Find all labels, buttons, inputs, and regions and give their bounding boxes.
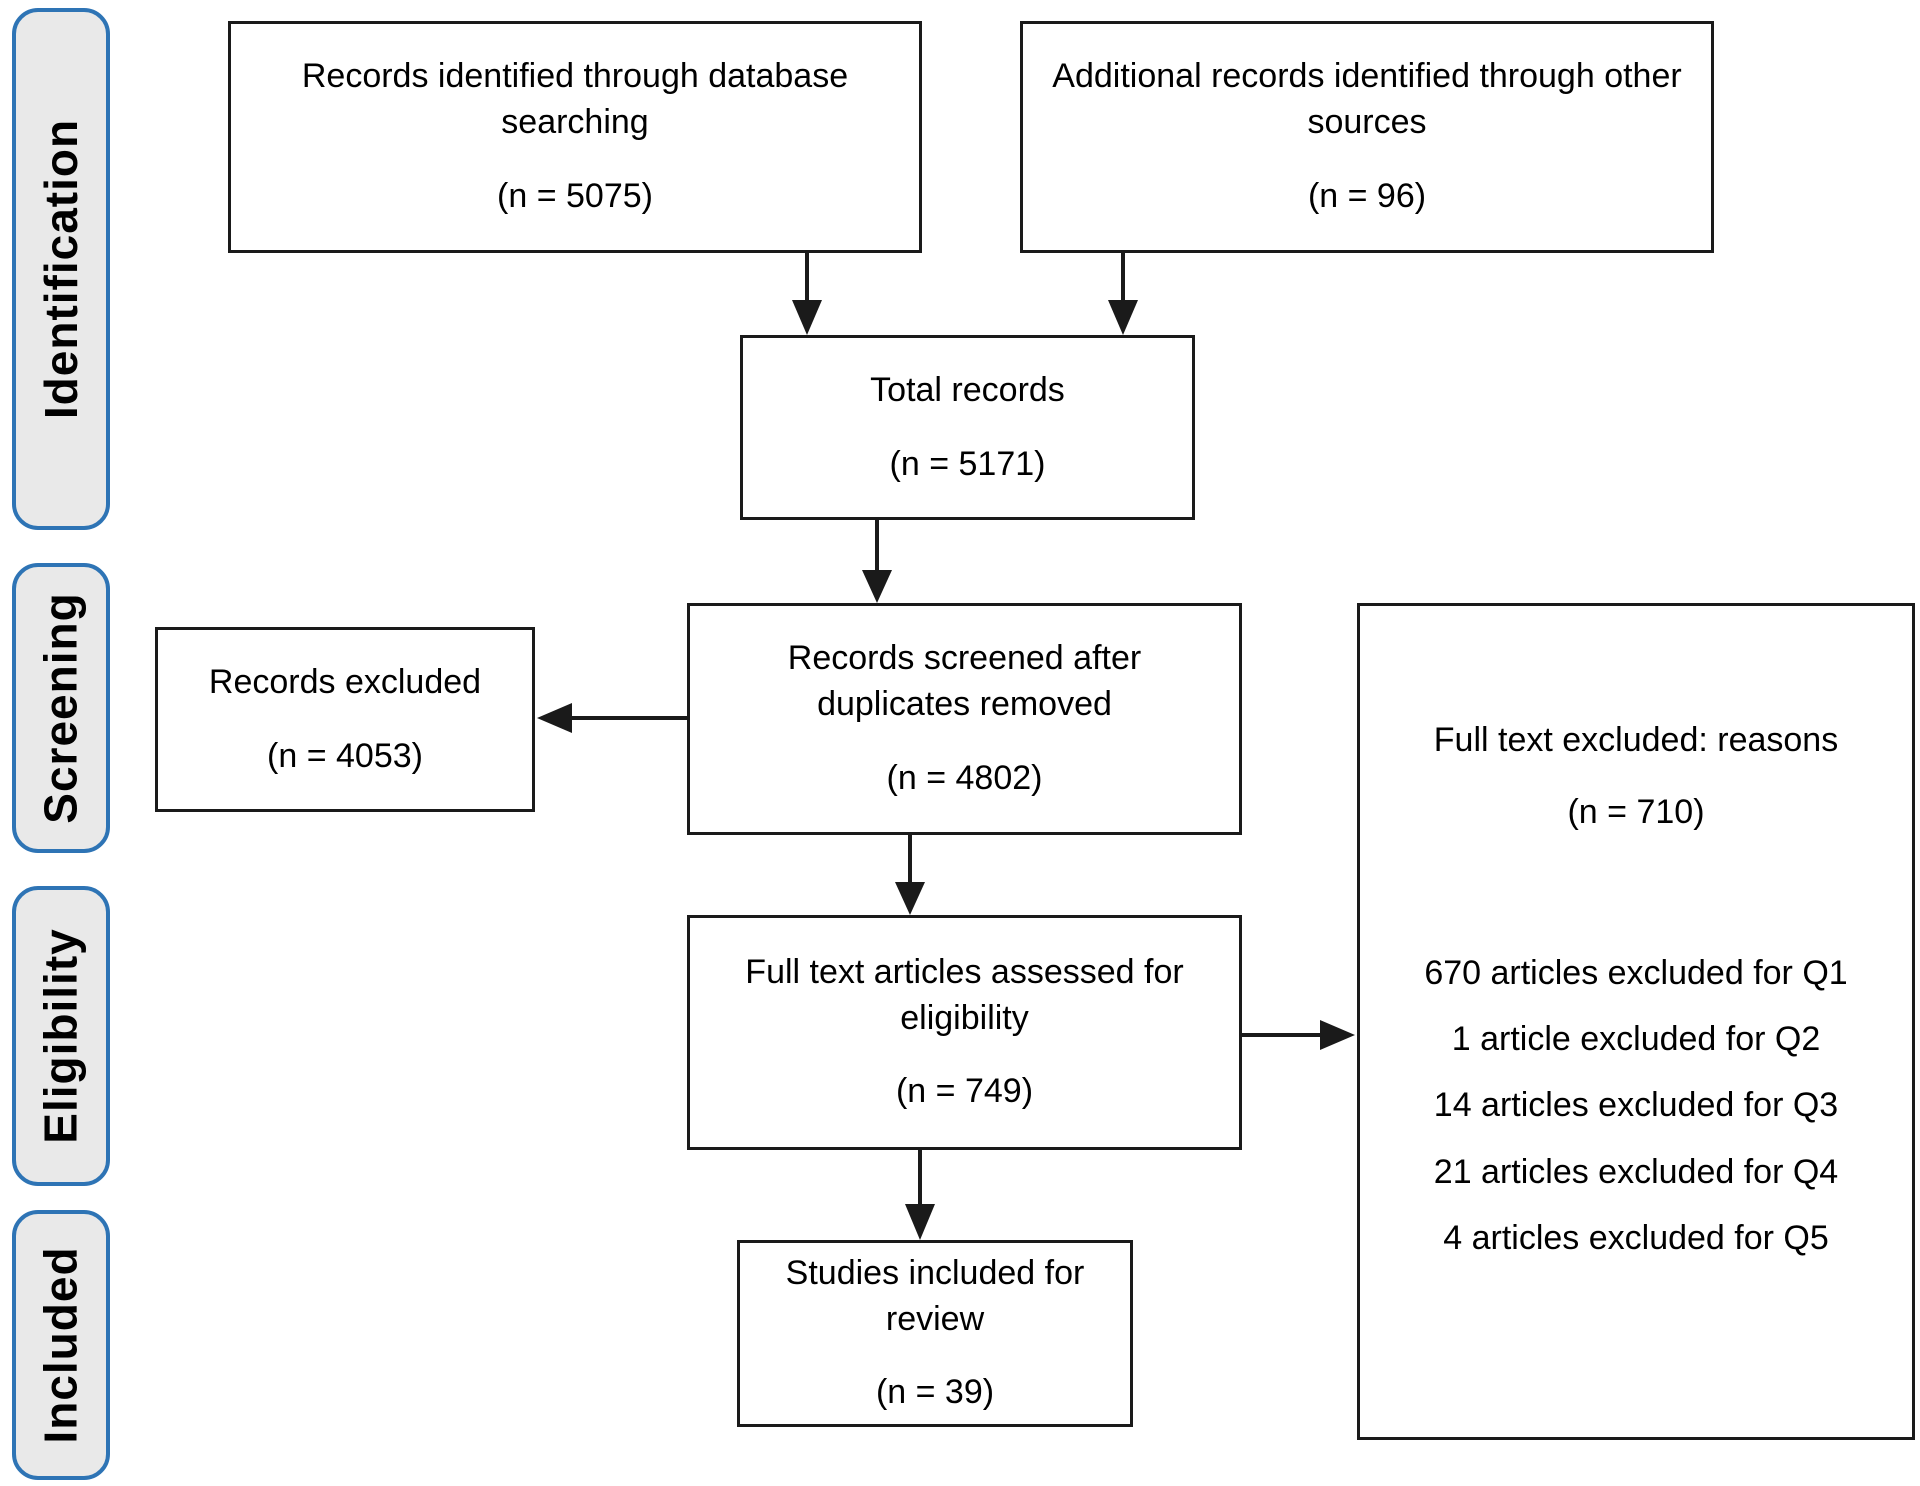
box-fulltext-excluded-count: (n = 710): [1567, 792, 1705, 831]
stage-included: Included: [12, 1210, 110, 1480]
stage-eligibility: Eligibility: [12, 886, 110, 1186]
arrow-other-sources-to-total: [1108, 253, 1138, 335]
exclusion-reason: 670 articles excluded for Q1: [1424, 953, 1848, 992]
box-studies-included-text: Studies included for review: [785, 1253, 1085, 1338]
exclusion-reason: 4 articles excluded for Q5: [1443, 1218, 1829, 1257]
arrow-total-to-screened: [862, 520, 892, 603]
box-records-screened-count: (n = 4802): [886, 758, 1043, 797]
exclusion-reason: 21 articles excluded for Q4: [1433, 1152, 1839, 1191]
box-records-excluded-count: (n = 4053): [267, 736, 423, 775]
box-records-identified-count: (n = 5075): [497, 176, 653, 215]
stage-identification: Identification: [12, 8, 110, 530]
stage-eligibility-label: Eligibility: [35, 928, 87, 1144]
arrow-eligibility-to-fulltext-excluded: [1242, 1020, 1355, 1050]
exclusion-reason: 1 article excluded for Q2: [1451, 1020, 1821, 1059]
box-fulltext-assessed-count: (n = 749): [895, 1072, 1034, 1111]
stage-included-label: Included: [35, 1246, 87, 1444]
arrow-eligibility-to-included: [905, 1150, 935, 1240]
arrow-db-search-to-total: [792, 253, 822, 335]
box-fulltext-excluded-text: Full text excluded: reasons: [1433, 721, 1839, 759]
stage-screening: Screening: [12, 563, 110, 853]
box-additional-records-count: (n = 96): [1307, 176, 1427, 215]
box-fulltext-assessed-text: Full text articles assessed for eligibil…: [745, 952, 1184, 1037]
box-studies-included-count: (n = 39): [875, 1373, 995, 1412]
box-additional-records: Additional records identified through ot…: [1020, 21, 1714, 253]
box-records-screened: Records screened after duplicates remove…: [687, 603, 1242, 835]
box-records-screened-text: Records screened after duplicates remove…: [787, 639, 1142, 724]
box-total-records: Total records (n = 5171): [740, 335, 1195, 520]
box-fulltext-excluded: Full text excluded: reasons (n = 710) 67…: [1357, 603, 1915, 1440]
box-additional-records-text: Additional records identified through ot…: [1052, 57, 1682, 142]
stage-identification-label: Identification: [35, 118, 88, 420]
box-records-identified: Records identified through database sear…: [228, 21, 922, 253]
exclusion-reason: 14 articles excluded for Q3: [1433, 1086, 1839, 1125]
box-fulltext-assessed: Full text articles assessed for eligibil…: [687, 915, 1242, 1150]
exclusion-reasons-list: 670 articles excluded for Q1 1 article e…: [1424, 940, 1847, 1271]
arrow-screened-to-eligibility: [895, 835, 925, 915]
box-records-excluded: Records excluded (n = 4053): [155, 627, 535, 812]
box-studies-included: Studies included for review (n = 39): [737, 1240, 1133, 1427]
box-total-records-text: Total records: [870, 370, 1065, 409]
stage-screening-label: Screening: [35, 592, 88, 824]
box-records-identified-text: Records identified through database sear…: [301, 57, 849, 142]
box-total-records-count: (n = 5171): [889, 444, 1046, 483]
arrow-screened-to-excluded: [537, 703, 687, 733]
box-records-excluded-text: Records excluded: [208, 662, 482, 701]
